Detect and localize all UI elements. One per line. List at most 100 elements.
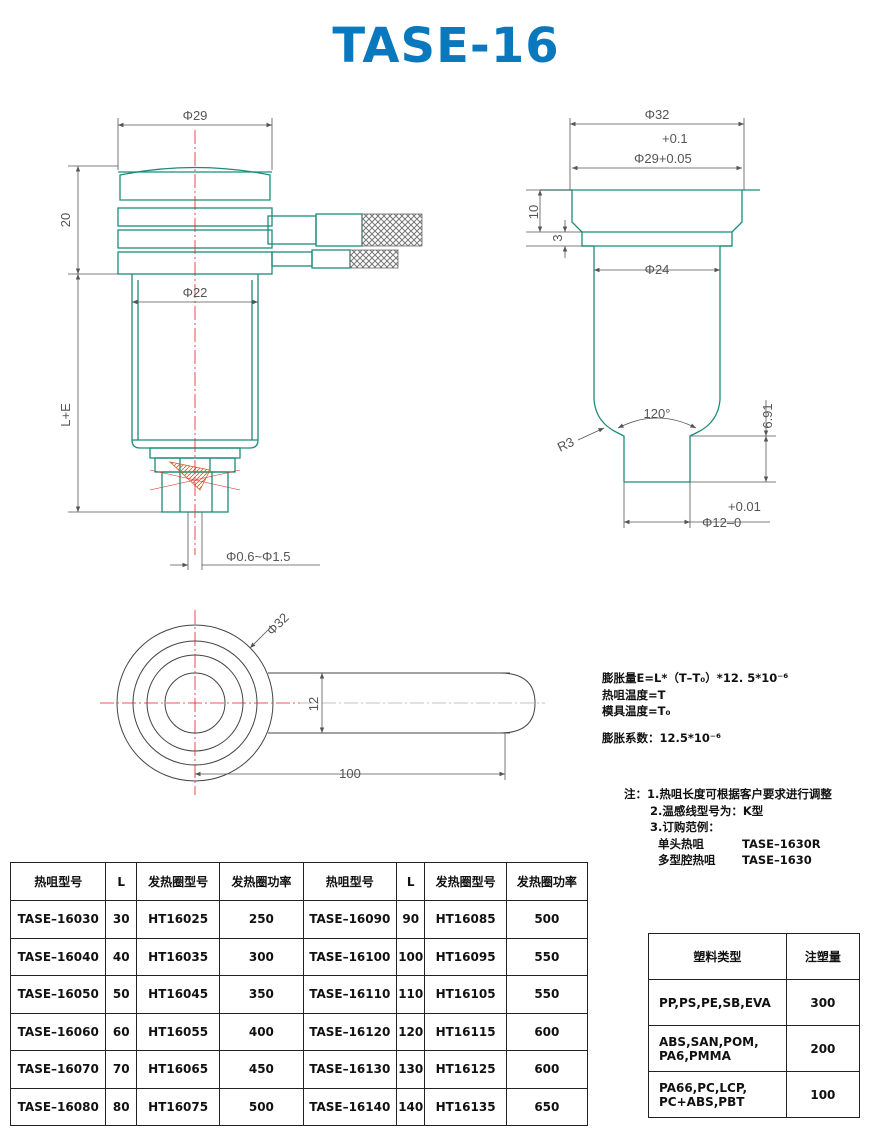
spec-header-cell: 发热圈型号: [135, 862, 221, 901]
spec-header-cell: 发热圈功率: [219, 862, 304, 901]
table-cell: 500: [505, 900, 589, 939]
dim-pin: Φ0.6~Φ1.5: [226, 549, 290, 564]
table-cell: 40: [105, 937, 137, 976]
table-cell: 550: [505, 937, 589, 976]
dim-phi29-tol: Φ29+0.05: [634, 151, 692, 166]
table-cell: HT16085: [424, 900, 507, 939]
table-cell: TASE–16120: [302, 1012, 398, 1051]
dim-20: 20: [58, 213, 73, 227]
formula-line-4: 膨胀系数：12.5*10⁻⁶: [602, 730, 721, 745]
table-cell: TASE–16050: [9, 975, 107, 1014]
example-1-label: 单头热咀: [658, 836, 704, 851]
table-cell: 250: [219, 900, 304, 939]
formula-block: 膨胀量E=L*（T–T₀）*12. 5*10⁻⁶ 热咀温度=T 模具温度=T₀ …: [602, 670, 788, 746]
front-view: [117, 166, 363, 513]
dim-phi24: Φ24: [645, 262, 670, 277]
table-cell: 650: [505, 1087, 589, 1126]
table-cell: 450: [219, 1050, 304, 1089]
table-cell: 130: [395, 1050, 426, 1089]
table-cell: 120: [395, 1012, 426, 1051]
spec-header-cell: L: [105, 862, 137, 901]
table-cell: 100: [395, 937, 426, 976]
table-cell: HT16095: [424, 937, 507, 976]
table-cell: HT16035: [135, 937, 221, 976]
page-title: TASE-16: [332, 18, 560, 74]
table-cell: TASE–16110: [302, 975, 398, 1014]
table-cell: TASE–16060: [9, 1012, 107, 1051]
spec-header-cell: 发热圈功率: [505, 862, 589, 901]
dim-tol-top: +0.1: [662, 131, 688, 146]
formula-line-3: 模具温度=T₀: [602, 704, 671, 718]
table-cell: TASE–16080: [9, 1087, 107, 1126]
table-cell: 400: [219, 1012, 304, 1051]
table-cell: HT16105: [424, 975, 507, 1014]
table-cell: 500: [219, 1087, 304, 1126]
table-cell: HT16135: [424, 1087, 507, 1126]
table-cell: TASE–16030: [9, 900, 107, 939]
dim-100: 100: [339, 766, 361, 781]
note-2: 2.温感线型号为：K型: [650, 803, 764, 818]
cavity-dimensions: [526, 118, 776, 528]
dim-12: 12: [306, 697, 321, 711]
table-cell: HT16025: [135, 900, 221, 939]
wire-braid-1: [361, 213, 423, 247]
table-cell: 50: [105, 975, 137, 1014]
plastic-header-cell: 塑料类型: [648, 933, 787, 980]
example-2-label: 多型腔热咀: [658, 853, 716, 867]
dim-phi12: Φ12–0: [702, 515, 741, 530]
dim-r3: R3: [555, 434, 576, 455]
spec-header-cell: L: [395, 862, 426, 901]
table-cell: 140: [395, 1087, 426, 1126]
table-cell: HT16045: [135, 975, 221, 1014]
table-cell: 550: [505, 975, 589, 1014]
dim-3: 3: [550, 234, 565, 241]
spec-header-cell: 热咀型号: [9, 862, 107, 901]
dim-l-plus-e: L+E: [58, 403, 73, 427]
table-cell: TASE–16130: [302, 1050, 398, 1089]
table-cell: 200: [785, 1025, 861, 1072]
note-3: 3.订购范例：: [650, 820, 720, 834]
table-cell: HT16125: [424, 1050, 507, 1089]
formula-line-1: 膨胀量E=L*（T–T₀）*12. 5*10⁻⁶: [602, 671, 789, 685]
table-cell: 600: [505, 1012, 589, 1051]
plastic-header-cell: 注塑量: [785, 933, 861, 980]
plastic-table-header: 塑料类型注塑量: [648, 933, 861, 980]
dim-phi32-top: Φ32: [264, 610, 292, 638]
table-cell: 300: [785, 979, 861, 1026]
table-cell: 350: [219, 975, 304, 1014]
table-cell: 30: [105, 900, 137, 939]
cavity-view: [540, 189, 760, 483]
dim-6-91: 6.91: [760, 403, 775, 428]
table-cell: TASE–16140: [302, 1087, 398, 1126]
table-cell: 70: [105, 1050, 137, 1089]
example-2-value: TASE–1630: [742, 853, 812, 867]
dim-phi22: Φ22: [183, 285, 208, 300]
spec-header-cell: 热咀型号: [302, 862, 398, 901]
spec-header-cell: 发热圈型号: [424, 862, 507, 901]
table-cell: TASE–16070: [9, 1050, 107, 1089]
dim-angle: 120°: [644, 406, 671, 421]
table-cell: HT16075: [135, 1087, 221, 1126]
example-1-value: TASE–1630R: [742, 836, 821, 851]
table-cell: 100: [785, 1071, 861, 1118]
table-cell: HT16065: [135, 1050, 221, 1089]
table-cell: TASE–16040: [9, 937, 107, 976]
table-cell: HT16115: [424, 1012, 507, 1051]
note-1: 注：1.热咀长度可根据客户要求进行调整: [624, 787, 832, 801]
table-cell: 600: [505, 1050, 589, 1089]
table-cell: ABS,SAN,POM, PA6,PMMA: [648, 1025, 787, 1072]
notes-block: 注：1.热咀长度可根据客户要求进行调整 2.温感线型号为：K型 3.订购范例： …: [624, 786, 832, 869]
formula-line-2: 热咀温度=T: [602, 687, 666, 702]
table-cell: TASE–16090: [302, 900, 398, 939]
